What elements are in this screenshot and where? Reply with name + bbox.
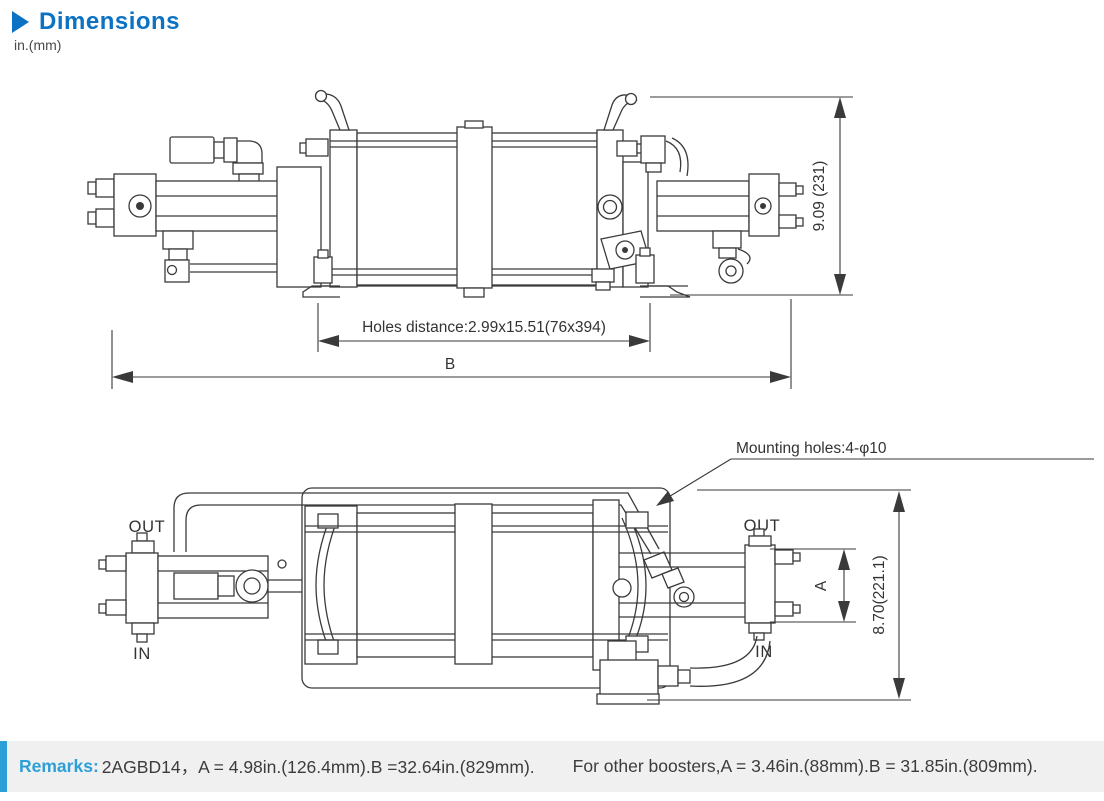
valve-block: [591, 135, 689, 291]
air-cylinder: [276, 89, 644, 298]
center-band-bottom: [454, 503, 493, 665]
right-out-label: OUT: [744, 517, 781, 535]
b-dim-label: B: [445, 356, 455, 373]
a-dim-label: A: [813, 580, 830, 591]
rod-clevis: [235, 569, 269, 603]
section-marker-icon: [12, 11, 29, 33]
gas-pipe: [173, 492, 660, 552]
bottom-view-drawing: OUT IN: [98, 440, 1094, 705]
top-view-drawing: 9.09 (231) Holes distance:2.99x15.51(76x…: [87, 89, 853, 389]
dimension-height-bottom: 8.70(221.1): [647, 489, 911, 701]
gauge-port: [597, 194, 623, 220]
remarks-model-note: 2AGBD14，A = 4.98in.(126.4mm).B =32.64in.…: [101, 757, 535, 777]
dimension-height-top: 9.09 (231): [650, 96, 853, 296]
dimension-holes-distance: Holes distance:2.99x15.51(76x394): [317, 303, 651, 352]
height-dim-label: 9.09 (231): [811, 161, 828, 232]
dimension-a: A: [770, 548, 856, 623]
left-in-label: IN: [133, 645, 151, 663]
section-header: Dimensions in.(mm): [12, 8, 180, 53]
remarks-bar: Remarks: 2AGBD14，A = 4.98in.(126.4mm).B …: [0, 741, 1104, 792]
cylinder-bottom: [277, 499, 668, 671]
page-title: Dimensions: [39, 8, 181, 35]
holes-dim-label: Holes distance:2.99x15.51(76x394): [362, 319, 606, 336]
muffler-assembly: [169, 136, 264, 185]
drain-elbow: [596, 635, 771, 705]
technical-drawing-canvas: 9.09 (231) Holes distance:2.99x15.51(76x…: [87, 89, 1094, 705]
right-head-bottom: OUT IN: [619, 517, 801, 661]
units-note: in.(mm): [14, 37, 62, 53]
right-in-label: IN: [755, 643, 773, 661]
right-gas-head: [656, 173, 804, 284]
left-gas-head: [87, 173, 279, 283]
remarks-other-note: For other boosters,A = 3.46in.(88mm).B =…: [572, 756, 1038, 776]
diagonal-fitting: [643, 551, 695, 608]
left-head-bottom: OUT IN: [98, 518, 302, 663]
left-out-label: OUT: [129, 518, 166, 536]
center-band: [456, 126, 493, 289]
mounting-bolt: [625, 511, 649, 529]
mounting-holes-callout: Mounting holes:4-φ10: [656, 440, 1094, 506]
elbow-fitting: [236, 140, 263, 164]
mounting-holes-label: Mounting holes:4-φ10: [736, 440, 887, 457]
dimension-overall-width: B: [111, 299, 792, 389]
remarks-label: Remarks:: [19, 756, 99, 776]
bottom-height-dim-label: 8.70(221.1): [871, 555, 888, 634]
hose: [689, 635, 771, 687]
mounting-feet: [302, 247, 691, 298]
